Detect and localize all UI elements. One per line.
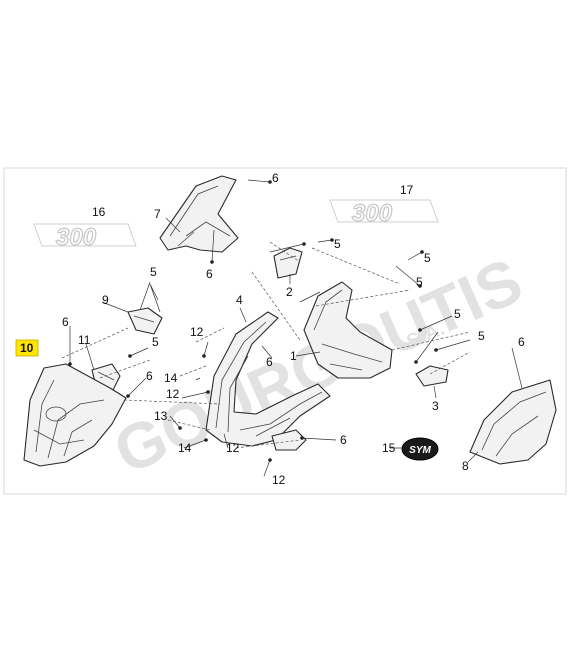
- part-15-sym-logo: SYM: [401, 437, 439, 461]
- callout-5-c: 5: [334, 237, 341, 251]
- callout-12-a: 12: [190, 325, 204, 339]
- part-3-bracket: [415, 365, 449, 387]
- callout-5-g: 5: [478, 329, 485, 343]
- highlight-box: [15, 339, 39, 357]
- callout-7: 7: [154, 207, 161, 221]
- badge-300-left-text: 300: [56, 224, 97, 251]
- callout-9: 9: [102, 293, 109, 307]
- callout-12-c: 12: [226, 441, 240, 455]
- callout-4: 4: [236, 293, 243, 307]
- callout-12-d: 12: [272, 473, 286, 487]
- callout-6-g: 6: [518, 335, 525, 349]
- diagram-frame: [3, 167, 567, 495]
- callout-3: 3: [432, 399, 439, 413]
- badge-300-left: 300: [33, 223, 137, 252]
- callout-5-f: 5: [454, 307, 461, 321]
- callout-6-e: 6: [266, 355, 273, 369]
- callout-12-b: 12: [166, 387, 180, 401]
- callout-labels: 10 1 2 3 4 5 5 5 5 5 5 5 6 6 6 6 6 6 6 7…: [15, 171, 525, 487]
- callout-5-d: 5: [424, 251, 431, 265]
- callout-14-a: 14: [164, 371, 178, 385]
- part-7-inner-panel: [159, 175, 239, 253]
- part-9-bracket: [127, 307, 163, 335]
- callout-8: 8: [462, 459, 469, 473]
- sym-logo-text: SYM: [409, 445, 431, 456]
- callout-5-e: 5: [416, 275, 423, 289]
- callout-10: 10: [20, 341, 34, 355]
- callout-5-b: 5: [152, 335, 159, 349]
- callout-6-a: 6: [272, 171, 279, 185]
- callout-15: 15: [382, 441, 396, 455]
- leader-lines: [61, 179, 523, 477]
- callout-2: 2: [286, 285, 293, 299]
- part-6-lower-bracket: [271, 429, 307, 451]
- callout-16: 16: [92, 205, 106, 219]
- callout-14-b: 14: [178, 441, 192, 455]
- callout-17: 17: [400, 183, 414, 197]
- callout-5-a: 5: [150, 265, 157, 279]
- part-4-inner-fairing: [205, 311, 331, 447]
- callout-6-c: 6: [62, 315, 69, 329]
- badge-300-right-text: 300: [352, 200, 393, 227]
- part-8-side-panel: [469, 379, 557, 465]
- callout-13: 13: [154, 409, 168, 423]
- watermark: GOURGOUTIS S.A.: [104, 244, 533, 488]
- part-10-front-cover: [23, 363, 127, 467]
- part-2-plate: [273, 247, 303, 279]
- watermark-text: GOURGOUTIS: [104, 244, 533, 488]
- callout-6-b: 6: [206, 267, 213, 281]
- callout-11: 11: [78, 333, 91, 347]
- callout-1: 1: [290, 349, 297, 363]
- part-1-headlight-housing: [303, 281, 393, 379]
- callout-6-f: 6: [340, 433, 347, 447]
- callout-6-d: 6: [146, 369, 153, 383]
- badge-300-right: 300: [329, 199, 439, 228]
